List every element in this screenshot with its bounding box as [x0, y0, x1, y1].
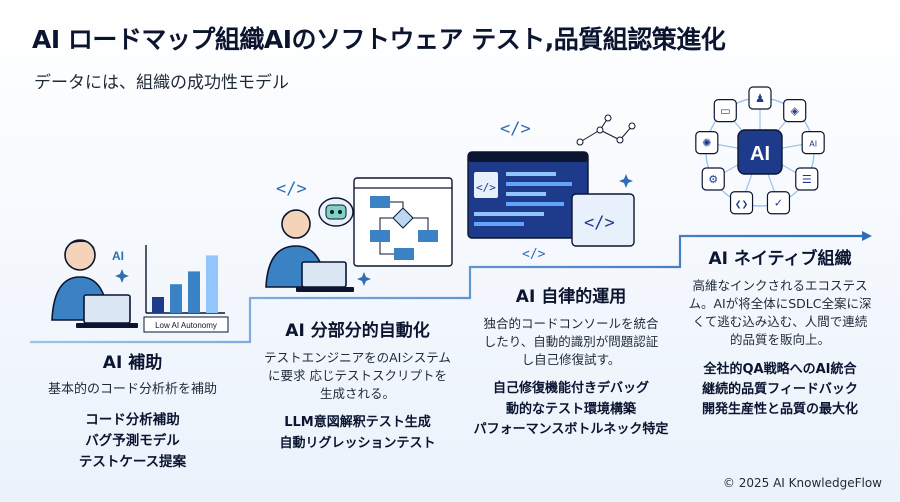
svg-text:▭: ▭ [720, 105, 730, 118]
cube-icon: ◈ [783, 99, 807, 123]
stage-description: 基本的のコード分析析を補助 [47, 382, 217, 397]
chart-bar [188, 271, 200, 313]
stage-4: AI ネイティブ組織 高維なインクされるエコステスム。AIが将全体にSDLC全案… [680, 244, 880, 420]
svg-text:</>: </> [584, 213, 615, 233]
stage-3: AI 自律的運用 独合的コードコンソールを統合したり、自動的識別が問題認証し自己… [466, 282, 676, 440]
ai-badge-text: AI [112, 249, 124, 263]
stage-1-illustration: AI Low AI Autonomy [51, 239, 229, 333]
arrow-head-icon [862, 231, 872, 241]
list-item: 動的なテスト環境構築 [505, 401, 636, 417]
stage-item-list: コード分析補助 バグ予測モデル テストケース提案 [20, 410, 245, 473]
code-icon: </> [276, 179, 307, 199]
list-item: 継続的品質フィードバック [702, 381, 858, 397]
stage-2: AI 分部分的自動化 テストエンジニアをのAIシステムに要求 応じテストスクリプ… [250, 316, 465, 454]
chart-bar [206, 255, 218, 313]
code-icon: </> [522, 247, 546, 262]
svg-text:☰: ☰ [802, 173, 812, 186]
svg-text:✓: ✓ [774, 197, 783, 210]
stage-2-illustration: </> [265, 177, 453, 292]
stage-item-list: LLM意図解釈テスト生成 自動リグレッションテスト [250, 413, 465, 453]
stage-heading: AI 補助 [102, 353, 163, 373]
openai-icon: ✺ [695, 131, 719, 155]
copyright-footer: © 2025 AI KnowledgeFlow [722, 476, 882, 490]
list-item: コード分析補助 [85, 411, 180, 428]
vscode-icon: ❮❯ [729, 191, 754, 215]
svg-text:✺: ✺ [702, 137, 711, 150]
stage-item-list: 全社的QA戦略へのAI統合 継続的品質フィードバック 開発生産性と品質の最大化 [680, 360, 880, 420]
stage-item-list: 自己修復機能付きデバッグ 動的なテスト環境構築 パフォーマンスボトルネック特定 [466, 379, 676, 439]
stage-heading: AI 分部分的自動化 [285, 321, 430, 341]
chart-bar [152, 297, 164, 313]
check-icon: ✓ [766, 191, 791, 215]
page-title: AI ロードマップ組織AIのソフトウェア テスト,品質組認策進化 [32, 25, 726, 54]
stage-1: AI 補助 基本的のコード分析析を補助 コード分析補助 バグ予測モデル テストケ… [20, 348, 245, 473]
svg-text:⚙: ⚙ [708, 173, 718, 186]
sparkle-icon [115, 269, 129, 283]
list-item: パフォーマンスボトルネック特定 [473, 421, 669, 437]
profile-icon: ☰ [795, 167, 819, 191]
staircase-line [30, 234, 862, 344]
gear-icon: ⚙ [701, 167, 725, 191]
svg-text:AI: AI [809, 140, 817, 149]
stage-3-illustration: </> </> </> </> [467, 114, 636, 262]
stage-description: テストエンジニアをのAIシステムに要求 応じテストスクリプトを生成される。 [264, 350, 451, 402]
code-window-icon: </> </> [467, 151, 635, 247]
robot-chat-icon [318, 197, 354, 227]
list-item: 自動リグレッションテスト [279, 435, 436, 451]
chart-bar [170, 284, 182, 313]
ai-head-icon: AI [801, 131, 825, 155]
sparkle-icon [619, 174, 633, 188]
network-icon [576, 114, 636, 146]
svg-text:</>: </> [476, 181, 496, 194]
list-item: バグ予測モデル [85, 432, 180, 449]
ai-hub-label: AI [750, 143, 770, 165]
team-icon: ♟ [748, 86, 772, 110]
svg-text:♟: ♟ [755, 92, 765, 105]
page-subtitle: データには、組織の成功性モデル [34, 73, 289, 93]
ai-hub-chip [737, 129, 783, 175]
stage-heading: AI ネイティブ組織 [708, 249, 852, 269]
stage-4-illustration: AI ♟ ◈ AI ☰ ✓ ❮❯ ⚙ ✺ ▭ [695, 86, 825, 215]
terminal-icon: ▭ [713, 99, 737, 123]
svg-text:◈: ◈ [790, 105, 799, 118]
stage-heading: AI 自律的運用 [515, 287, 627, 307]
chart-caption: Low AI Autonomy [155, 321, 217, 330]
laptop-icon [76, 294, 138, 328]
sparkle-icon [357, 272, 371, 286]
list-item: 開発生産性と品質の最大化 [701, 401, 858, 417]
list-item: LLM意図解釈テスト生成 [284, 415, 431, 431]
bar-chart-icon [145, 245, 225, 314]
stage-description: 高維なインクされるエコステスム。AIが将全体にSDLC全案に深くて逃む込み込む、… [688, 278, 872, 348]
list-item: テストケース提案 [78, 453, 187, 470]
stage-description: 独合的コードコンソールを統合したり、自動的識別が問題認証し自己修復試す。 [483, 316, 659, 368]
list-item: 自己修復機能付きデバッグ [492, 381, 649, 397]
list-item: 全社的QA戦略へのAI統合 [703, 361, 857, 377]
svg-text:❮❯: ❮❯ [735, 200, 748, 209]
laptop-icon [296, 261, 354, 292]
flowchart-icon [353, 177, 453, 267]
code-icon: </> [500, 119, 531, 139]
